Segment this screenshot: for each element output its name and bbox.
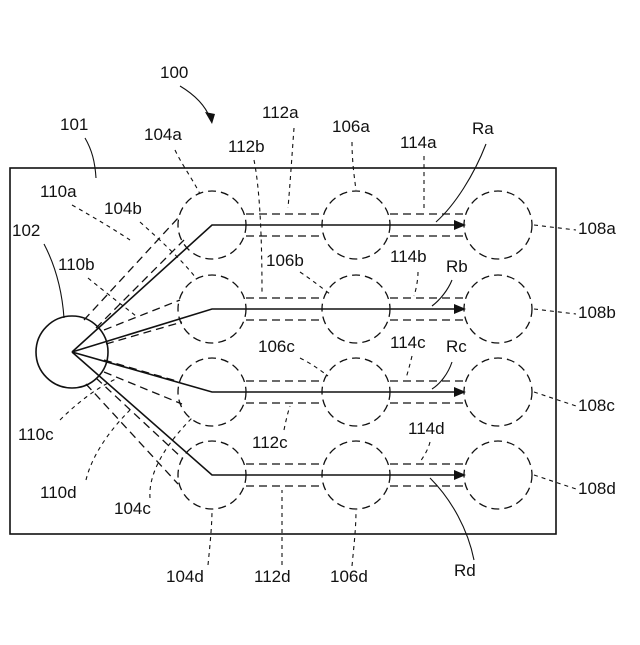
third-column — [464, 191, 532, 509]
label-108a: 108a — [578, 219, 616, 238]
first-column — [178, 191, 246, 509]
label-104c: 104c — [114, 499, 151, 518]
label-106b: 106b — [266, 251, 304, 270]
label-108d: 108d — [578, 479, 616, 498]
node-108a — [464, 191, 532, 259]
label-101: 101 — [60, 115, 88, 134]
label-Rd: Rd — [454, 561, 476, 580]
label-110b: 110b — [58, 255, 95, 274]
label-102: 102 — [12, 221, 40, 240]
label-112b: 112b — [228, 137, 265, 156]
node-108b — [464, 275, 532, 343]
label-106d: 106d — [330, 567, 368, 586]
label-100: 100 — [160, 63, 188, 82]
label-112a: 112a — [262, 103, 299, 122]
figure-ref-arrow — [180, 86, 210, 118]
label-Ra: Ra — [472, 119, 494, 138]
label-110a: 110a — [40, 182, 77, 201]
label-104b: 104b — [104, 199, 142, 218]
label-114a: 114a — [400, 133, 437, 152]
label-114c: 114c — [390, 333, 426, 352]
ray-Rc — [72, 352, 456, 392]
label-108b: 108b — [578, 303, 616, 322]
label-112d: 112d — [254, 567, 291, 586]
second-column — [322, 191, 390, 509]
figure-ref-arrowhead — [205, 112, 215, 124]
label-114d: 114d — [408, 419, 445, 438]
label-Rc: Rc — [446, 337, 467, 356]
node-108c — [464, 358, 532, 426]
label-Rb: Rb — [446, 257, 468, 276]
label-106a: 106a — [332, 117, 370, 136]
label-110d: 110d — [40, 483, 77, 502]
label-110c: 110c — [18, 425, 54, 444]
label-108c: 108c — [578, 396, 615, 415]
lead-101 — [85, 138, 96, 178]
label-112c: 112c — [252, 433, 288, 452]
label-104d: 104d — [166, 567, 204, 586]
label-106c: 106c — [258, 337, 295, 356]
label-104a: 104a — [144, 125, 182, 144]
ray-Rd — [72, 352, 456, 475]
node-108d — [464, 441, 532, 509]
label-114b: 114b — [390, 247, 427, 266]
